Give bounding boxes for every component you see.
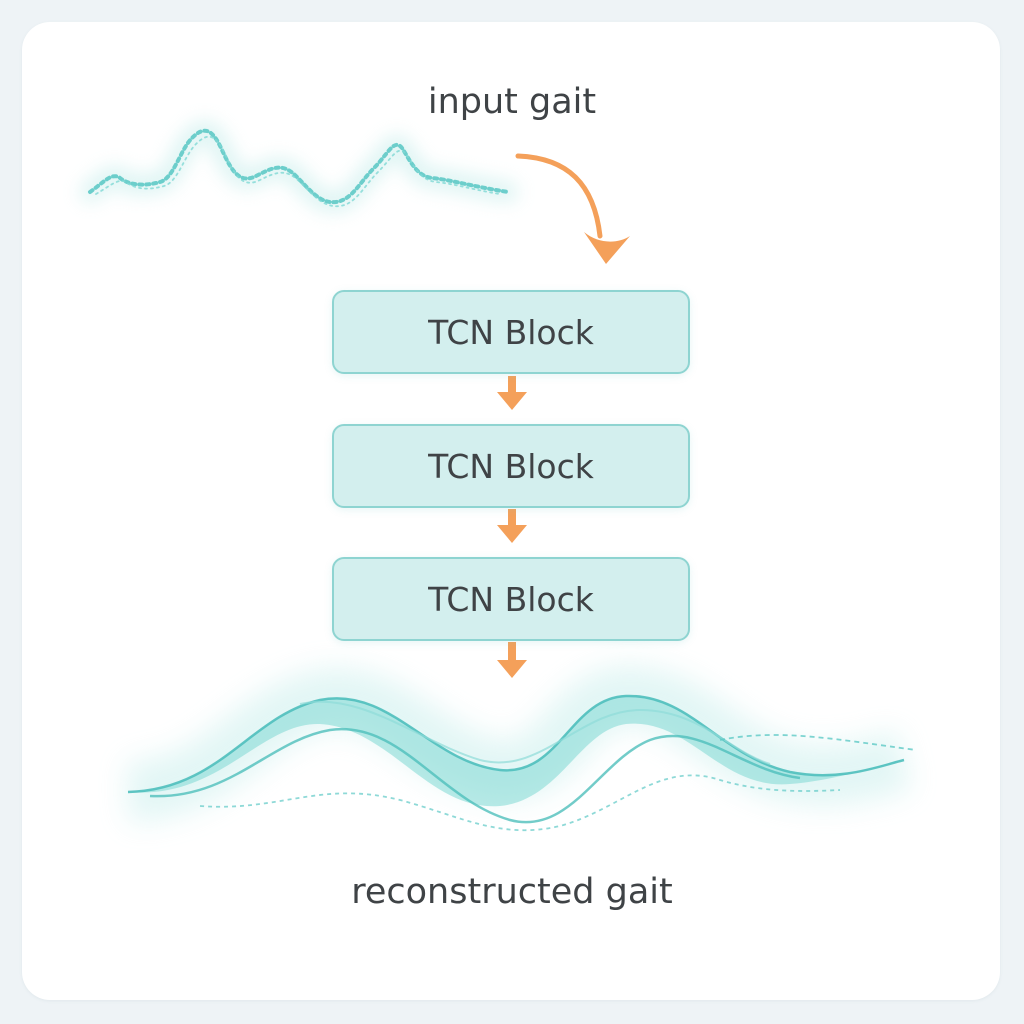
reconstructed-gait-label: reconstructed gait xyxy=(351,872,673,912)
tcn-block-2-label: TCN Block xyxy=(428,446,594,486)
input-gait-label: input gait xyxy=(427,82,597,122)
block-3-to-output-arrow xyxy=(497,642,527,678)
tcn-block-1: TCN Block xyxy=(332,290,690,374)
tcn-block-3-label: TCN Block xyxy=(428,579,594,619)
tcn-block-1-label: TCN Block xyxy=(428,312,594,352)
tcn-block-2: TCN Block xyxy=(332,424,690,508)
reconstructed-gait-signal xyxy=(126,666,917,832)
tcn-block-3: TCN Block xyxy=(332,557,690,641)
block-2-to-3-arrow xyxy=(497,509,527,543)
block-1-to-2-arrow xyxy=(497,376,527,410)
input-to-block-arrow xyxy=(515,153,630,264)
input-gait-signal xyxy=(80,120,518,213)
